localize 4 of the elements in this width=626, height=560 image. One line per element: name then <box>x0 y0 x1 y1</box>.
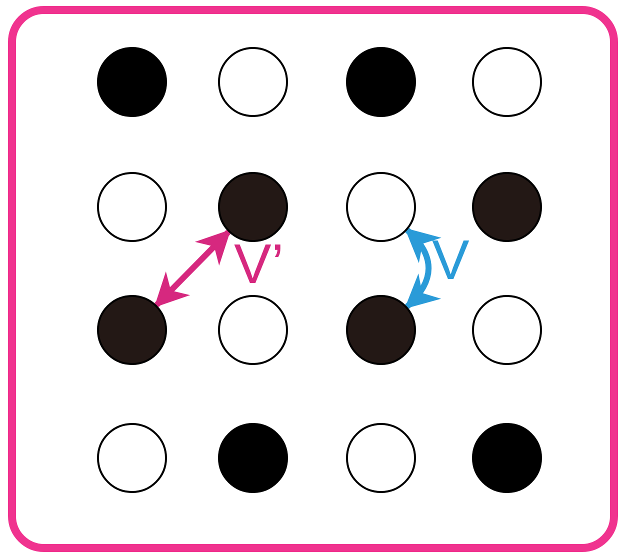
edge-label: V’ <box>233 236 285 292</box>
edge-label: V <box>431 232 470 288</box>
double-arrow <box>154 230 231 308</box>
double-arrow <box>404 228 442 309</box>
